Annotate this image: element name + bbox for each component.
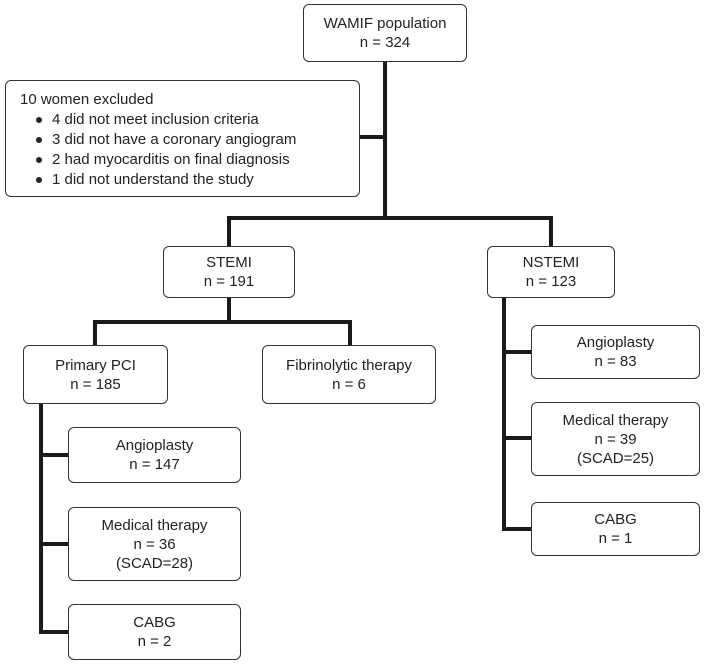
root-count: n = 324 [359,34,411,51]
exclusion-box: 10 women excluded 4 did not meet inclusi… [5,80,360,197]
stemi-box: STEMI n = 191 [163,246,295,298]
pci-angioplasty-box: Angioplasty n = 147 [68,427,241,483]
fibrinolytic-title: Fibrinolytic therapy [286,356,412,374]
exclusion-item: 1 did not understand the study [36,170,349,190]
fibrinolytic-box: Fibrinolytic therapy n = 6 [262,345,436,404]
pci-medical-note: (SCAD=28) [115,554,194,572]
pci-cabg-box: CABG n = 2 [68,604,241,660]
pci-medical-title: Medical therapy [101,516,208,534]
pci-cabg-count: n = 2 [137,633,172,650]
nstemi-cabg-count: n = 1 [598,530,633,547]
nstemi-angioplasty-count: n = 83 [594,353,637,370]
nstemi-cabg-box: CABG n = 1 [531,502,700,556]
fibrinolytic-count: n = 6 [332,375,366,393]
pci-angioplasty-count: n = 147 [129,456,180,473]
nstemi-medical-count: n = 39 [594,430,637,448]
nstemi-angioplasty-title: Angioplasty [576,334,655,351]
pci-medical-box: Medical therapy n = 36 (SCAD=28) [68,507,241,581]
primary-pci-title: Primary PCI [55,356,136,374]
nstemi-medical-box: Medical therapy n = 39 (SCAD=25) [531,402,700,476]
root-title: WAMIF population [323,15,447,32]
nstemi-box: NSTEMI n = 123 [487,246,615,298]
exclusion-item: 4 did not meet inclusion criteria [36,110,349,130]
pci-medical-count: n = 36 [133,535,176,553]
root-box: WAMIF population n = 324 [303,4,467,62]
primary-pci-box: Primary PCI n = 185 [23,345,168,404]
pci-angioplasty-title: Angioplasty [115,437,194,454]
exclusion-item: 3 did not have a coronary angiogram [36,130,349,150]
exclusion-title: 10 women excluded [20,91,154,108]
stemi-title: STEMI [206,254,252,271]
nstemi-cabg-title: CABG [594,511,637,528]
nstemi-medical-title: Medical therapy [562,411,669,429]
nstemi-title: NSTEMI [522,254,580,271]
nstemi-angioplasty-box: Angioplasty n = 83 [531,325,700,379]
pci-cabg-title: CABG [133,614,176,631]
nstemi-medical-note: (SCAD=25) [576,449,655,467]
exclusion-item: 2 had myocarditis on final diagnosis [36,150,349,170]
primary-pci-count: n = 185 [70,375,121,393]
nstemi-count: n = 123 [525,273,577,290]
exclusion-list: 4 did not meet inclusion criteria 3 did … [20,110,349,190]
stemi-count: n = 191 [203,273,255,290]
